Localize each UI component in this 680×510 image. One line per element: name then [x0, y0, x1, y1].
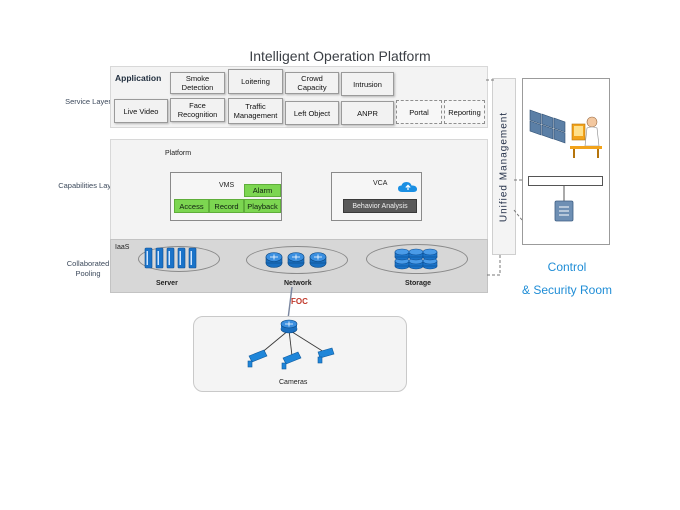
box-reporting: Reporting: [444, 100, 485, 124]
network-oval: [246, 246, 348, 274]
box-face-recognition: Face Recognition: [170, 98, 225, 122]
server-oval: [138, 246, 220, 272]
camera-router-icon: [280, 319, 298, 334]
box-loitering: Loitering: [228, 69, 283, 94]
switch-icon: [554, 185, 574, 222]
vms-record: Record: [209, 199, 244, 213]
vca-label: VCA: [373, 180, 388, 187]
box-smoke-detection: Smoke Detection: [170, 72, 225, 94]
vms-access: Access: [174, 199, 209, 213]
vms-alarm: Alarm: [244, 184, 281, 197]
box-traffic-management: Traffic Management: [228, 98, 283, 124]
cameras-panel: [193, 316, 407, 392]
vms-playback: Playback: [244, 199, 281, 213]
cloud-icon: [398, 182, 418, 192]
cameras-label: Cameras: [279, 379, 308, 386]
box-anpr: ANPR: [341, 101, 394, 125]
dashed-connectors: [486, 79, 524, 276]
box-intrusion: Intrusion: [341, 72, 394, 96]
row-label-service: Service Layer: [65, 97, 111, 106]
unified-management-bar: Unified Management: [492, 78, 516, 255]
control-room-rack: [528, 176, 603, 186]
control-title-line2: & Security Room: [521, 283, 613, 297]
control-title-line1: Control: [547, 260, 587, 274]
router-icon: [265, 252, 327, 268]
operator-icon: [570, 116, 602, 158]
box-left-object: Left Object: [285, 101, 339, 125]
foc-label: FOC: [291, 297, 308, 306]
box-live-video: Live Video: [114, 99, 168, 123]
storage-label: Storage: [405, 280, 432, 287]
diagram-title: Intelligent Operation Platform: [249, 48, 431, 64]
box-portal: Portal: [396, 100, 442, 124]
behavior-analysis: Behavior Analysis: [343, 199, 417, 213]
storage-disk-icon: [394, 248, 438, 270]
foc-link-line: [287, 287, 293, 320]
row-label-pooling: Collaborated Pooling: [66, 259, 110, 278]
box-crowd-capacity: Crowd Capacity: [285, 72, 339, 94]
server-label: Server: [156, 280, 178, 287]
network-label: Network: [284, 280, 312, 287]
platform-label: Platform: [165, 150, 192, 157]
vms-label: VMS: [219, 182, 235, 189]
server-icon: [144, 247, 197, 269]
camera-network: [247, 319, 335, 370]
storage-oval: [366, 244, 468, 274]
video-wall-icon: [529, 109, 566, 144]
row-label-capabilities: Capabilities Layer: [58, 181, 118, 190]
iaas-label: IaaS: [115, 244, 130, 251]
application-label: Application: [115, 73, 162, 83]
